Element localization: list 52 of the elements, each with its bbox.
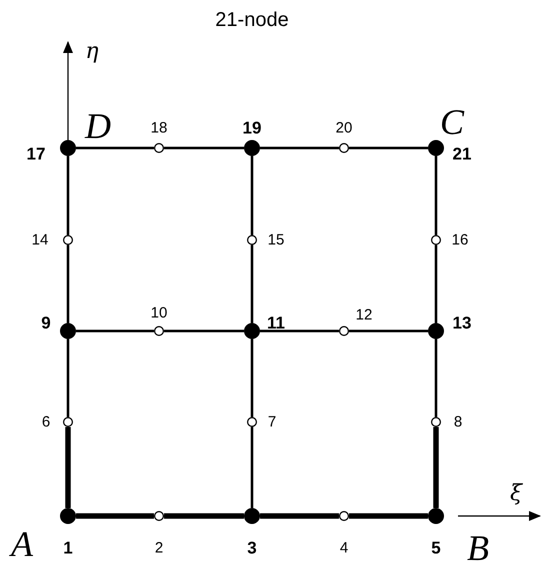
title: 21-node (215, 10, 289, 30)
mesh-line (164, 513, 244, 519)
node-number: 17 (26, 146, 46, 162)
node-number: 21 (452, 146, 472, 162)
node-number: 14 (32, 232, 48, 248)
node-number: 1 (63, 540, 73, 556)
node-number: 11 (267, 314, 285, 332)
corner-letter: B (467, 530, 489, 566)
mesh-line (349, 330, 428, 332)
node-number: 15 (268, 232, 284, 248)
node-number: 12 (356, 308, 372, 322)
axis-label: ξ (510, 483, 522, 505)
mesh-line (349, 513, 428, 519)
node-number: 6 (42, 414, 50, 430)
mesh-line (76, 330, 154, 332)
mesh-line (250, 339, 254, 417)
mesh-line (164, 146, 244, 150)
mesh-line (260, 330, 339, 332)
mesh-line (66, 156, 70, 235)
node-number: 8 (454, 414, 462, 430)
mesh-line (260, 146, 339, 150)
node-number: 5 (431, 540, 441, 556)
mesh-line (164, 330, 244, 332)
node-number: 19 (242, 120, 262, 136)
node-number: 10 (150, 306, 168, 320)
mesh-line (250, 156, 254, 235)
node-number: 3 (247, 540, 257, 556)
node-number: 16 (452, 232, 468, 248)
node-number: 9 (41, 314, 51, 332)
mesh-line (433, 427, 439, 508)
mesh-line (76, 513, 154, 519)
mesh-line (66, 339, 70, 417)
node-number: 4 (340, 540, 348, 556)
node-number: 18 (150, 120, 168, 136)
mesh-line (250, 427, 254, 508)
node-number: 7 (268, 414, 276, 430)
mesh-line (434, 245, 438, 323)
corner-letter: D (85, 108, 111, 144)
axis-label: η (85, 41, 99, 63)
corner-letter: A (11, 526, 33, 562)
mesh-line (250, 245, 254, 323)
mesh-line (434, 339, 438, 417)
mesh-line (76, 146, 154, 150)
node-number: 2 (154, 540, 164, 556)
corner-letter: C (440, 104, 464, 140)
mesh-line (349, 146, 428, 150)
mesh-line (260, 513, 339, 519)
mesh-line (434, 156, 438, 235)
node-number: 20 (336, 120, 352, 136)
mesh-line (66, 245, 70, 323)
mesh-line (65, 427, 71, 508)
node-number: 13 (452, 314, 472, 332)
